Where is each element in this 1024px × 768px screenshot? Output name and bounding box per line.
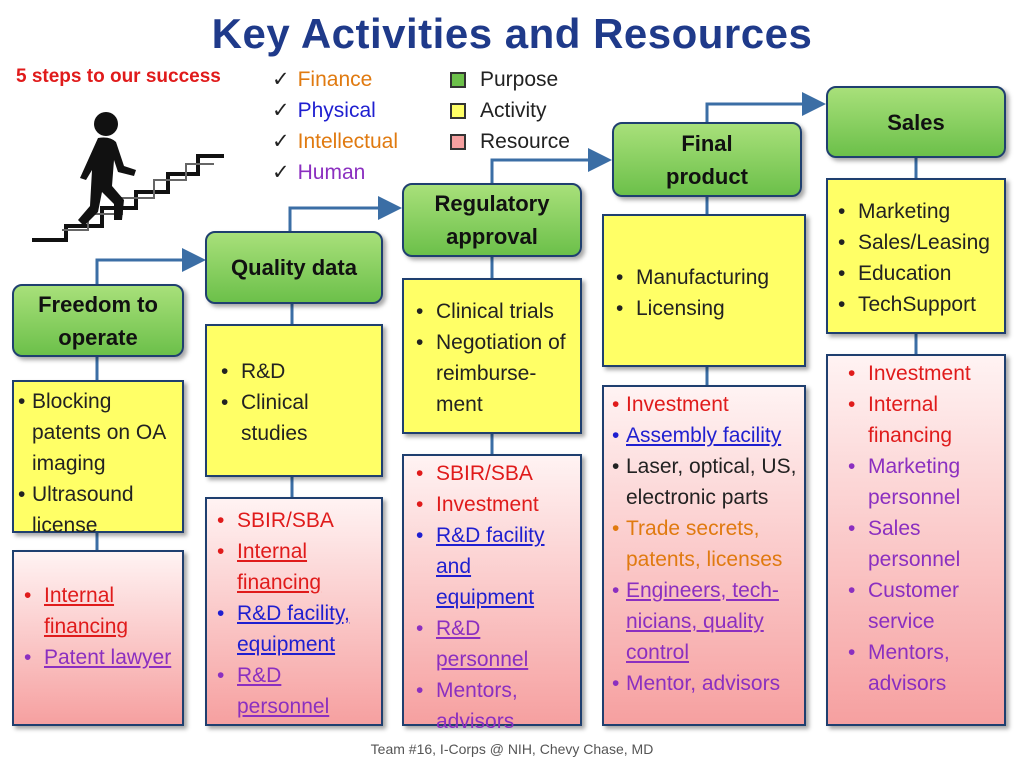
resource-item: SBIR/SBA <box>215 505 375 536</box>
activity-item: Clinical studies <box>219 387 375 449</box>
resource-item: Internal financing <box>215 536 375 598</box>
checkmark-icon: ✓ <box>272 99 290 122</box>
purpose-box-quality-data: Quality data <box>205 231 383 304</box>
resource-type-checklist: ✓Finance ✓Physical ✓Intellectual ✓Human <box>272 64 398 188</box>
activity-item: Blocking patents on OA imaging <box>18 386 178 479</box>
legend: Purpose Activity Resource <box>450 64 570 157</box>
resource-item: R&D facility and equipment <box>414 520 574 613</box>
subtitle: 5 steps to our success <box>16 66 221 87</box>
resource-item: Mentors, advisors <box>414 675 574 737</box>
legend-item-activity: Activity <box>450 95 570 126</box>
activity-item: Ultrasound license <box>18 479 178 541</box>
stairs-climber-icon <box>32 112 224 242</box>
resource-box-final-product: Investment Assembly facility Laser, opti… <box>602 385 806 726</box>
resource-item: Sales personnel <box>846 513 1000 575</box>
checkmark-icon: ✓ <box>272 161 290 184</box>
resource-box-quality-data: SBIR/SBA Internal financing R&D facility… <box>205 497 383 726</box>
resource-item: SBIR/SBA <box>414 458 574 489</box>
checklist-item-physical: ✓Physical <box>272 99 376 122</box>
resource-item: Laser, optical, US, electronic parts <box>612 451 800 513</box>
activity-box-sales: Marketing Sales/Leasing Education TechSu… <box>826 178 1006 334</box>
resource-item: Customer service <box>846 575 1000 637</box>
resource-item: Engineers, tech-nicians, quality control <box>612 575 800 668</box>
resource-item: Patent lawyer <box>22 642 176 673</box>
legend-item-purpose: Purpose <box>450 64 570 95</box>
checkmark-icon: ✓ <box>272 130 290 153</box>
purpose-swatch-icon <box>450 71 466 88</box>
activity-item: Licensing <box>614 293 798 324</box>
footer: Team #16, I-Corps @ NIH, Chevy Chase, MD <box>370 741 654 757</box>
resource-item: R&D personnel <box>414 613 574 675</box>
activity-item: Sales/Leasing <box>836 227 1000 258</box>
purpose-box-sales: Sales <box>826 86 1006 158</box>
activity-item: Negotiation of reimburse-ment <box>414 327 574 420</box>
resource-item: Assembly facility <box>612 420 800 451</box>
page-title: Key Activities and Resources <box>211 10 813 57</box>
checklist-item-intellectual: ✓Intellectual <box>272 130 399 153</box>
resource-item: Investment <box>612 389 800 420</box>
resource-item: R&D personnel <box>215 660 375 722</box>
resource-item: Internal financing <box>22 580 176 642</box>
checklist-item-finance: ✓Finance <box>272 68 373 91</box>
resource-item: Mentors, advisors <box>846 637 1000 699</box>
activity-item: Clinical trials <box>414 296 574 327</box>
resource-swatch-icon <box>450 133 466 150</box>
activity-item: Education <box>836 258 1000 289</box>
legend-item-resource: Resource <box>450 126 570 157</box>
resource-item: Investment <box>846 358 1000 389</box>
resource-box-regulatory-approval: SBIR/SBA Investment R&D facility and equ… <box>402 454 582 733</box>
resource-box-freedom-to-operate: Internal financing Patent lawyer <box>12 550 184 726</box>
checklist-item-human: ✓Human <box>272 161 366 184</box>
resource-item: Trade secrets, patents, licenses <box>612 513 800 575</box>
resource-item: Marketing personnel <box>846 451 1000 513</box>
activity-box-final-product: Manufacturing Licensing <box>602 214 806 367</box>
activity-item: R&D <box>219 356 375 387</box>
checkmark-icon: ✓ <box>272 68 290 91</box>
activity-swatch-icon <box>450 102 466 119</box>
activity-item: Manufacturing <box>614 262 798 293</box>
resource-item: R&D facility, equipment <box>215 598 375 660</box>
activity-box-freedom-to-operate: Blocking patents on OA imaging Ultrasoun… <box>12 380 184 537</box>
resource-item: Investment <box>414 489 574 520</box>
resource-item: Internal financing <box>846 389 1000 451</box>
resource-item: Mentor, advisors <box>612 668 800 699</box>
activity-item: Marketing <box>836 196 1000 227</box>
activity-item: TechSupport <box>836 289 1000 320</box>
activity-box-regulatory-approval: Clinical trials Negotiation of reimburse… <box>402 278 582 434</box>
activity-box-quality-data: R&D Clinical studies <box>205 324 383 477</box>
resource-box-sales: Investment Internal financing Marketing … <box>826 354 1006 726</box>
